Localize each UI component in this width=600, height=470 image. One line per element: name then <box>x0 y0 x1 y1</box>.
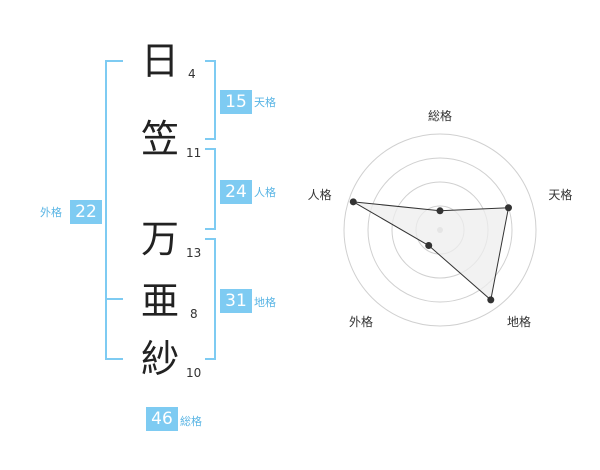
radar-axis-label-2: 天格 <box>548 187 572 202</box>
radar-axis-label-1: 総格 <box>428 110 452 123</box>
chikaku-label: 地格 <box>254 296 276 309</box>
jinkaku-value: 24 <box>220 180 252 204</box>
radar-axis-label-4: 外格 <box>349 314 373 329</box>
gaikaku-bracket <box>105 60 123 360</box>
radar-point-5 <box>349 198 357 206</box>
radar-grid-ring <box>367 157 513 303</box>
stroke-count-3: 13 <box>186 246 202 260</box>
tenkaku-bracket <box>205 60 216 140</box>
stroke-count-1: 4 <box>188 67 196 81</box>
radar-axis-label-5: 人格 <box>308 187 332 202</box>
radar-grid-ring <box>343 133 537 327</box>
tenkaku-label: 天格 <box>254 96 276 109</box>
stroke-count-2: 11 <box>186 146 202 160</box>
name-char-5: 紗 <box>140 337 179 381</box>
soukaku-value: 46 <box>146 407 178 431</box>
name-char-4: 亜 <box>140 279 179 323</box>
radar-axis-label-3: 地格 <box>507 314 531 329</box>
soukaku-label: 総格 <box>180 415 202 428</box>
chikaku-bracket <box>205 238 216 360</box>
jinkaku-bracket <box>205 148 216 230</box>
name-char-2: 笠 <box>140 117 179 161</box>
gaikaku-value: 22 <box>70 200 102 224</box>
gaikaku-label: 外格 <box>40 206 62 219</box>
radar-point-1 <box>436 207 444 215</box>
tenkaku-value: 15 <box>220 90 252 114</box>
gaikaku-bracket-mid-tick <box>105 298 123 300</box>
radar-series-polygon <box>353 201 510 301</box>
jinkaku-label: 人格 <box>254 186 276 199</box>
radar-point-3 <box>487 296 495 304</box>
radar-point-4 <box>425 242 433 250</box>
stroke-count-5: 10 <box>186 366 202 380</box>
radar-point-2 <box>504 204 512 212</box>
name-char-3: 万 <box>140 217 179 261</box>
name-char-1: 日 <box>140 39 179 83</box>
chikaku-value: 31 <box>220 289 252 313</box>
stroke-count-4: 8 <box>190 307 198 321</box>
